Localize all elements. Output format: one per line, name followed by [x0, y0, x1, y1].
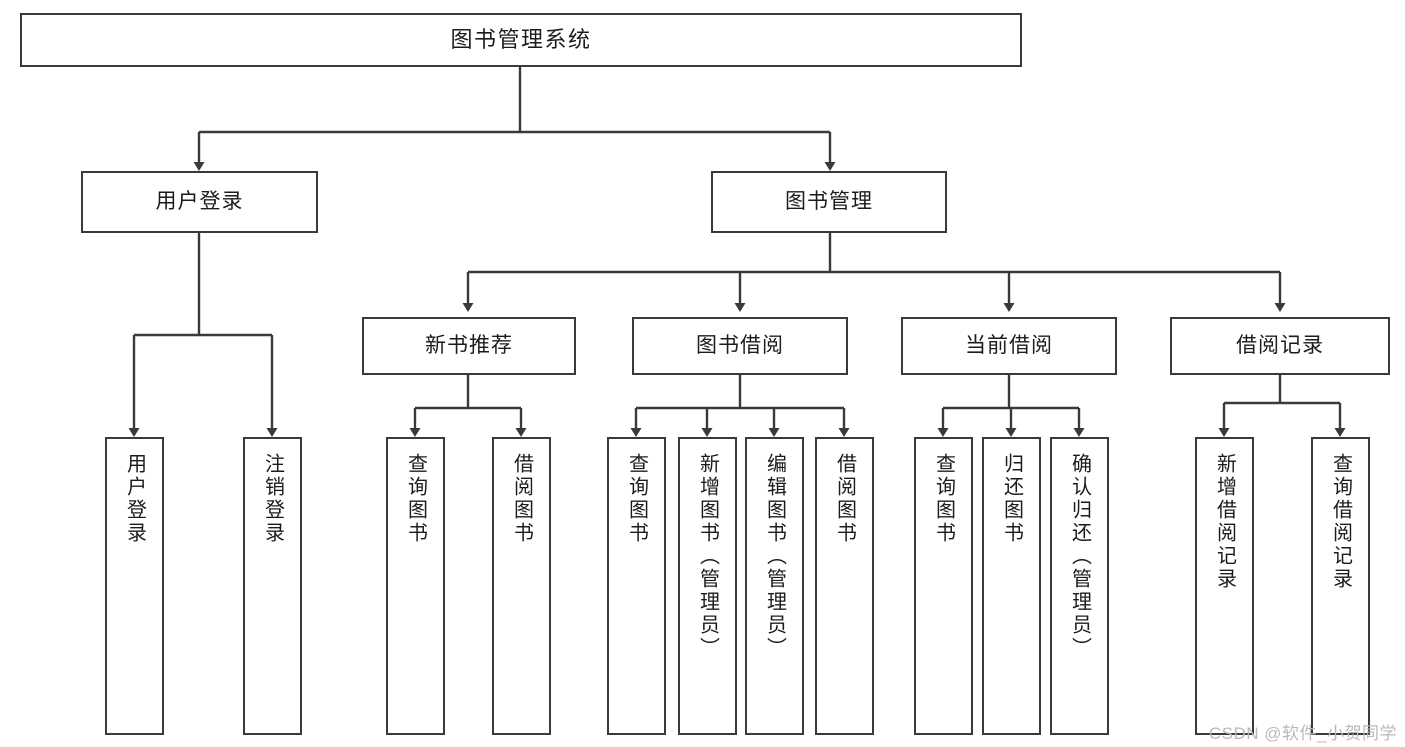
node-label: 借阅记录 [1236, 333, 1324, 357]
node-new-book-recommendation[interactable]: 新书推荐 [362, 317, 576, 375]
node-label: 图书管理 [785, 189, 873, 213]
node-book-management-system[interactable]: 图书管理系统 [20, 13, 1022, 67]
leaf-recommend-query-books[interactable]: 查询图书 [386, 437, 445, 735]
node-label: 注销登录 [261, 453, 284, 545]
leaf-borrow-add-book-admin[interactable]: 新增图书（管理员） [678, 437, 737, 735]
node-label: 编辑图书（管理员） [763, 453, 786, 660]
node-book-management[interactable]: 图书管理 [711, 171, 947, 233]
node-label: 用户登录 [155, 189, 244, 213]
node-label: 新增图书（管理员） [696, 453, 719, 660]
node-label: 图书借阅 [696, 333, 784, 357]
leaf-user-login[interactable]: 用户登录 [105, 437, 164, 735]
node-label: 确认归还（管理员） [1068, 453, 1091, 660]
node-label: 用户登录 [123, 453, 146, 545]
node-label: 图书管理系统 [450, 27, 592, 53]
leaf-borrow-edit-book-admin[interactable]: 编辑图书（管理员） [745, 437, 804, 735]
leaf-record-add-borrow-record[interactable]: 新增借阅记录 [1195, 437, 1254, 735]
node-user-login[interactable]: 用户登录 [81, 171, 318, 233]
leaf-logout[interactable]: 注销登录 [243, 437, 302, 735]
leaf-borrow-query-books[interactable]: 查询图书 [607, 437, 666, 735]
leaf-current-query-books[interactable]: 查询图书 [914, 437, 973, 735]
node-label: 新增借阅记录 [1213, 453, 1236, 591]
node-label: 查询图书 [625, 453, 648, 545]
node-label: 借阅图书 [510, 453, 533, 545]
node-book-borrowing[interactable]: 图书借阅 [632, 317, 848, 375]
node-label: 借阅图书 [833, 453, 856, 545]
node-label: 查询借阅记录 [1329, 453, 1352, 591]
node-current-borrowing[interactable]: 当前借阅 [901, 317, 1117, 375]
node-label: 查询图书 [404, 453, 427, 545]
csdn-watermark: CSDN @软件_小贺同学 [1208, 724, 1397, 743]
node-borrowing-record[interactable]: 借阅记录 [1170, 317, 1390, 375]
leaf-recommend-borrow-books[interactable]: 借阅图书 [492, 437, 551, 735]
node-label: 新书推荐 [425, 333, 513, 357]
leaf-current-confirm-return-admin[interactable]: 确认归还（管理员） [1050, 437, 1109, 735]
leaf-record-query-borrow-record[interactable]: 查询借阅记录 [1311, 437, 1370, 735]
node-label: 当前借阅 [965, 333, 1053, 357]
leaf-borrow-borrow-books[interactable]: 借阅图书 [815, 437, 874, 735]
node-label: 查询图书 [932, 453, 955, 545]
leaf-current-return-books[interactable]: 归还图书 [982, 437, 1041, 735]
node-label: 归还图书 [1000, 453, 1023, 545]
